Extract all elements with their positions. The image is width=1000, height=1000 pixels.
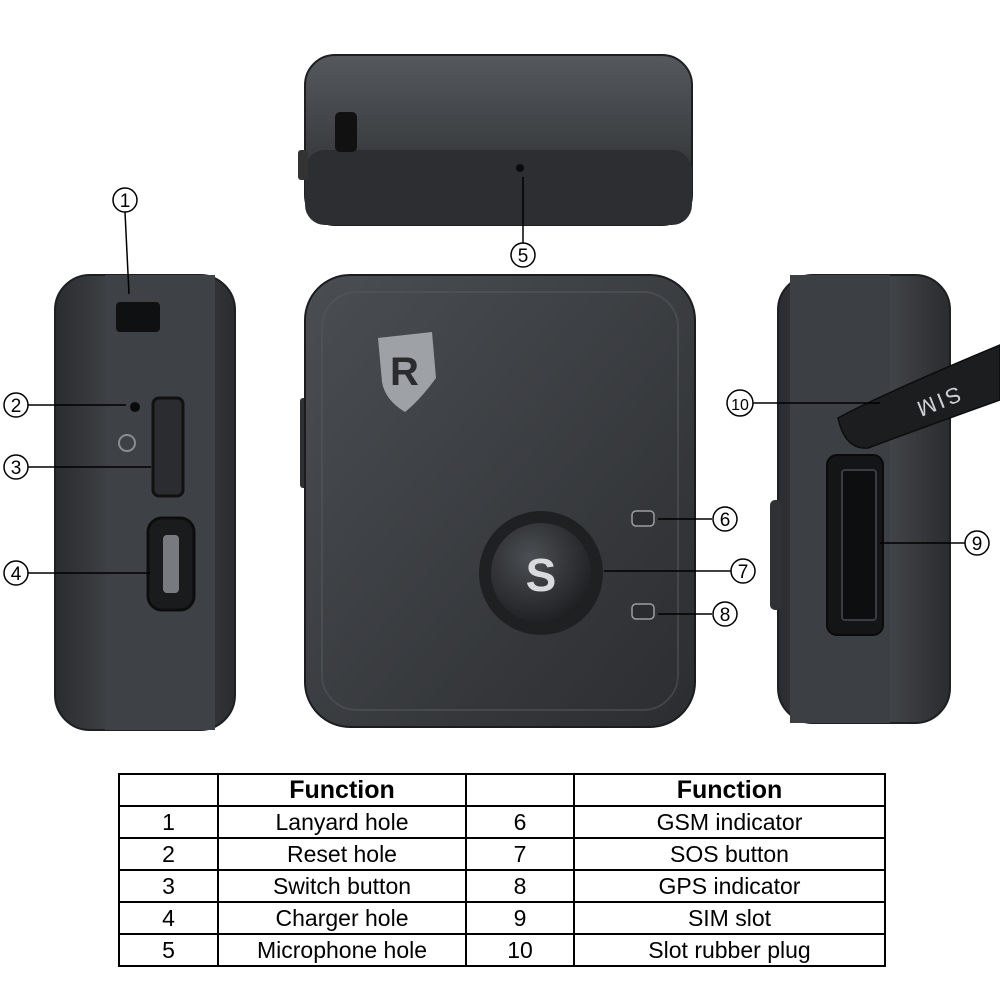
table-row: 3 Switch button 8 GPS indicator xyxy=(118,869,886,903)
gps-indicator xyxy=(631,603,655,620)
table-cell: 4 xyxy=(118,901,219,935)
lanyard-hole xyxy=(116,302,160,332)
callout-marker-1: 1 xyxy=(112,187,138,213)
svg-text:8: 8 xyxy=(720,605,731,626)
table-cell: 3 xyxy=(118,869,219,903)
device-left-view xyxy=(54,274,236,731)
table-row: 2 Reset hole 7 SOS button xyxy=(118,837,886,871)
callout-marker-9: 9 xyxy=(964,530,990,556)
svg-text:3: 3 xyxy=(11,458,22,479)
callout-markers: 1 2 3 4 5 6 7 8 9 10 xyxy=(3,187,990,627)
device-diagram: R S SIM 1 2 3 4 5 6 7 8 9 xyxy=(3,54,1000,731)
table-cell: 6 xyxy=(465,805,575,839)
table-header-cell xyxy=(118,773,219,807)
device-top-view xyxy=(298,54,693,226)
svg-text:9: 9 xyxy=(972,534,983,555)
switch-button xyxy=(151,396,185,498)
table-cell: 1 xyxy=(118,805,219,839)
svg-text:2: 2 xyxy=(11,396,22,417)
callout-marker-8: 8 xyxy=(712,601,738,627)
table-cell: Slot rubber plug xyxy=(573,933,886,967)
sim-card xyxy=(841,469,877,621)
table-cell: 10 xyxy=(465,933,575,967)
sos-button xyxy=(491,523,591,623)
svg-text:4: 4 xyxy=(11,564,22,585)
callout-marker-10: 10 xyxy=(726,389,754,417)
table-row: 4 Charger hole 9 SIM slot xyxy=(118,901,886,935)
table-cell: SIM slot xyxy=(573,901,886,935)
side-switch-top xyxy=(298,150,308,180)
function-table: Function Function 1 Lanyard hole 6 GSM i… xyxy=(118,773,886,967)
power-icon xyxy=(118,434,136,452)
sos-button-label: S xyxy=(526,549,557,601)
table-header-cell: Function xyxy=(573,773,886,807)
table-row: 5 Microphone hole 10 Slot rubber plug xyxy=(118,933,886,967)
callout-lines xyxy=(28,177,965,615)
charger-port-inner xyxy=(163,535,179,593)
callout-marker-2: 2 xyxy=(3,392,29,418)
table-cell: Switch button xyxy=(217,869,467,903)
table-cell: SOS button xyxy=(573,837,886,871)
callout-marker-5: 5 xyxy=(510,242,536,268)
slot-rubber-plug xyxy=(837,344,1000,449)
svg-text:1: 1 xyxy=(120,191,131,212)
table-cell: 9 xyxy=(465,901,575,935)
svg-text:6: 6 xyxy=(720,510,731,531)
table-cell: 5 xyxy=(118,933,219,967)
callout-marker-3: 3 xyxy=(3,454,29,480)
table-row: 1 Lanyard hole 6 GSM indicator xyxy=(118,805,886,839)
table-cell: GPS indicator xyxy=(573,869,886,903)
callout-marker-7: 7 xyxy=(730,558,756,584)
callout-marker-6: 6 xyxy=(712,506,738,532)
table-header-cell: Function xyxy=(217,773,467,807)
table-cell: 8 xyxy=(465,869,575,903)
table-header-row: Function Function xyxy=(118,773,886,807)
reset-hole xyxy=(130,402,140,412)
table-cell: Lanyard hole xyxy=(217,805,467,839)
table-cell: Microphone hole xyxy=(217,933,467,967)
table-cell: 2 xyxy=(118,837,219,871)
device-front-view: R S xyxy=(300,274,696,728)
logo-letter: R xyxy=(390,350,419,394)
lanyard-slot-top xyxy=(335,112,357,152)
table-cell: Reset hole xyxy=(217,837,467,871)
svg-text:7: 7 xyxy=(738,562,749,583)
callout-marker-4: 4 xyxy=(3,560,29,586)
svg-text:5: 5 xyxy=(518,246,529,267)
table-cell: 7 xyxy=(465,837,575,871)
table-cell: Charger hole xyxy=(217,901,467,935)
table-header-cell xyxy=(465,773,575,807)
device-right-view: SIM xyxy=(770,274,1000,724)
table-cell: GSM indicator xyxy=(573,805,886,839)
logo-shield-icon xyxy=(378,332,436,412)
svg-text:10: 10 xyxy=(731,397,749,414)
microphone-hole xyxy=(516,164,524,172)
callout-line-1 xyxy=(124,211,130,295)
gsm-indicator xyxy=(631,510,655,527)
